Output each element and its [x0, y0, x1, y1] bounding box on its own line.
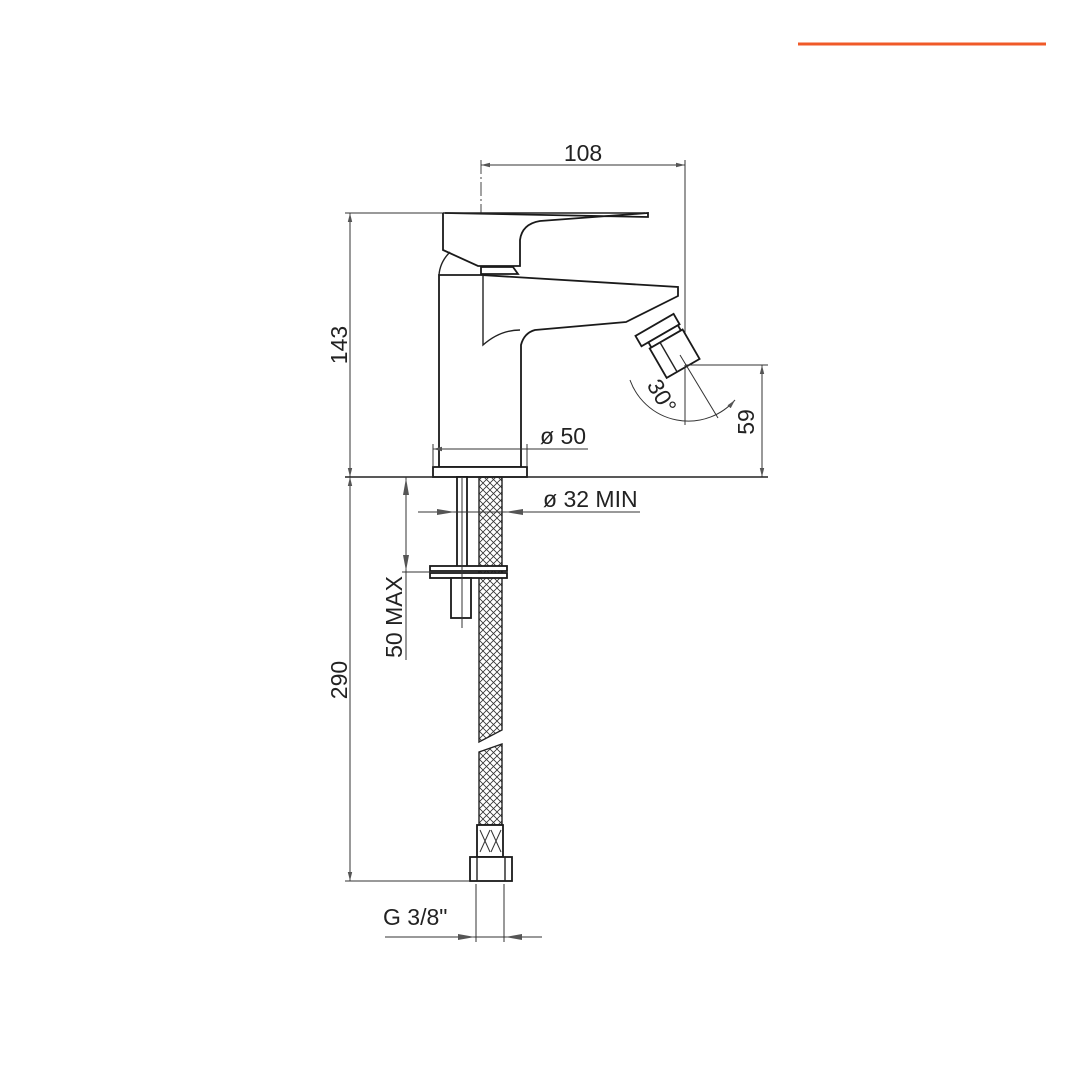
dimension-diameter-32: ø 32 MIN [418, 486, 640, 515]
dim-label-290: 290 [326, 661, 352, 699]
dim-label-30: 30° [642, 374, 682, 417]
dimension-thread: G 3/8" [383, 884, 542, 942]
dim-label-143: 143 [326, 326, 352, 364]
dim-label-diameter-50: ø 50 [540, 423, 586, 449]
bidet-nozzle [634, 312, 701, 380]
dimension-143: 143 [326, 212, 445, 477]
faucet-body [432, 212, 679, 478]
dimension-290: 290 [326, 477, 470, 882]
dimension-diameter-50: ø 50 [432, 423, 588, 467]
dim-label-diameter-32: ø 32 MIN [543, 486, 638, 512]
fixing-bolt [429, 476, 508, 628]
dim-label-thread: G 3/8" [383, 904, 447, 930]
dimension-108: 108 [481, 140, 686, 368]
dimension-59: 59 [685, 364, 768, 477]
dim-label-59: 59 [733, 409, 759, 435]
dimension-50-max: 50 MAX [381, 477, 430, 660]
dim-label-108: 108 [564, 140, 602, 166]
flexible-hose [469, 476, 513, 882]
dim-label-50-max: 50 MAX [381, 576, 407, 658]
